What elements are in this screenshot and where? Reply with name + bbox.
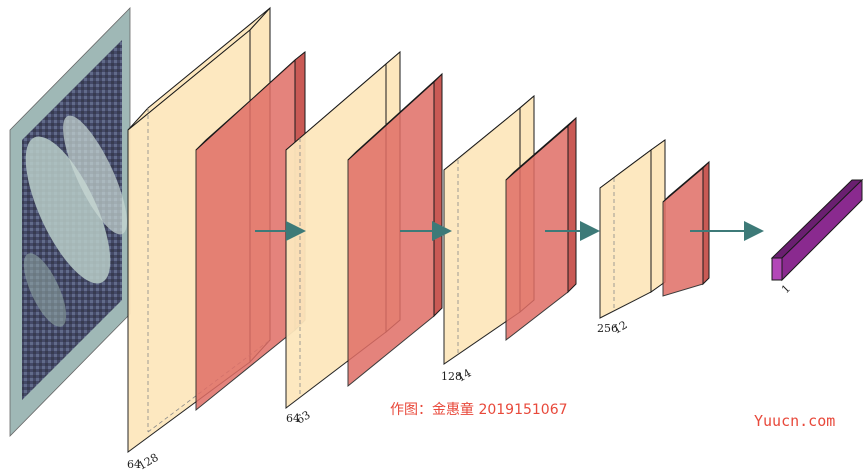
block-3-label-a: 128 — [441, 370, 462, 383]
output-label: 1 — [779, 282, 793, 296]
watermark: Yuucn.com — [754, 412, 835, 430]
pool-block-3 — [505, 116, 577, 342]
block-1-label-b: 128 — [136, 451, 161, 473]
author-caption: 作图：金惠童 2019151067 — [390, 401, 568, 418]
pool-block-4 — [662, 160, 710, 297]
output-bar — [770, 178, 864, 282]
pool-block-2 — [347, 72, 443, 388]
block-2-label-a: 64 — [286, 412, 300, 425]
conv-block-4 — [599, 139, 666, 319]
block-1-label-a: 64 — [127, 458, 141, 471]
ct-scan-icon — [9, 7, 131, 437]
block-3-label-b: 14 — [455, 366, 474, 384]
block-4-label-b: 12 — [611, 318, 630, 336]
block-2-label-b: 63 — [294, 408, 313, 426]
block-4-label-a: 256 — [597, 322, 618, 335]
